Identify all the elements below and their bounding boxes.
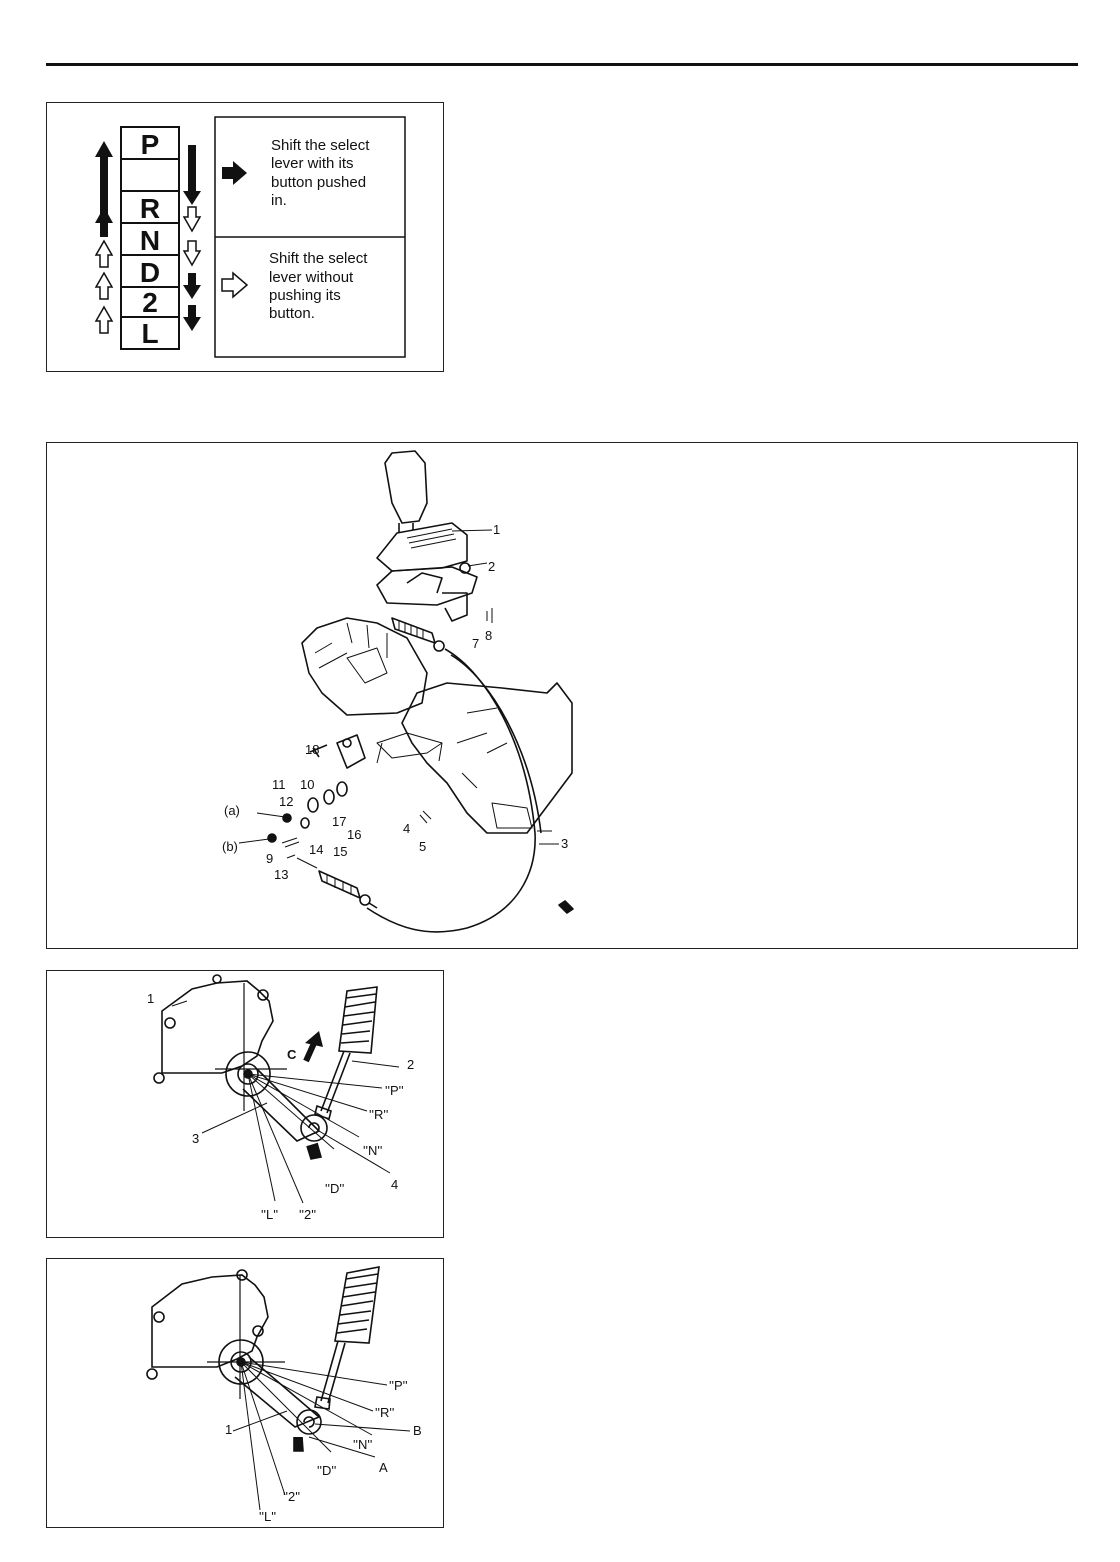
housing-drawing <box>162 981 273 1073</box>
callout-1: 1 <box>493 522 500 537</box>
callout-a: (a) <box>224 803 240 818</box>
callout-3: 3 <box>561 836 568 851</box>
callout-2: 2 <box>488 559 495 574</box>
range-label-p: ''P'' <box>385 1083 404 1098</box>
up-arrow-long-filled-icon <box>95 141 113 217</box>
position-l: L <box>141 318 158 349</box>
shift-cover-drawing <box>377 523 492 571</box>
exploded-view-figure: 1 2 3 4 5 7 8 9 10 11 12 13 14 15 16 17 … <box>46 442 1078 949</box>
callout-a: A <box>379 1460 388 1475</box>
range-label-l: ''L'' <box>259 1509 276 1524</box>
hollow-legend-line-3: pushing its <box>269 287 341 304</box>
callout-16: 16 <box>347 827 361 842</box>
up-arrow-hollow-icon <box>96 307 112 333</box>
callout-c: C <box>287 1047 297 1062</box>
callout-7: 7 <box>472 636 479 651</box>
filled-legend-line-2: lever with its <box>271 155 354 172</box>
range-label-n: ''N'' <box>363 1143 382 1158</box>
down-arrow-hollow-icon <box>184 241 200 265</box>
filled-arrow-legend-icon <box>222 161 247 185</box>
callout-12: 12 <box>279 794 293 809</box>
range-label-r: ''R'' <box>375 1405 394 1420</box>
transmission-lever-drawing <box>337 735 365 768</box>
lever-diagram-2: 1 A B ''P'' ''R'' ''N'' ''D'' ''2'' ''L'… <box>46 1258 444 1528</box>
callout-11: 11 <box>272 777 286 792</box>
callout-13: 13 <box>274 867 288 882</box>
range-label-p: ''P'' <box>389 1378 408 1393</box>
filled-legend-line-4: in. <box>271 192 287 209</box>
hollow-legend-line-1: Shift the select <box>269 250 368 267</box>
filled-legend-line-3: button pushed <box>271 174 366 191</box>
callout-5: 5 <box>419 839 426 854</box>
range-label-l: ''L'' <box>261 1207 278 1222</box>
lever-diagram-1: 1 2 3 4 C ''P'' ''R'' ''N'' ''D'' ''L'' … <box>46 970 444 1238</box>
callout-1: 1 <box>225 1422 232 1437</box>
hollow-legend-line-2: lever without <box>269 269 354 286</box>
filled-legend-line-1: Shift the select <box>271 137 370 154</box>
callout-14: 14 <box>309 842 323 857</box>
lever-diagram-2-labels: 1 A B ''P'' ''R'' ''N'' ''D'' ''2'' ''L'… <box>225 1378 422 1524</box>
up-arrow-hollow-icon <box>96 273 112 299</box>
lower-cable-drawing <box>297 858 377 908</box>
callout-b: B <box>413 1423 422 1438</box>
rubber-boot-drawing <box>335 1267 379 1343</box>
callout-17: 17 <box>332 814 346 829</box>
up-arrow-hollow-icon <box>96 241 112 267</box>
header-rule <box>46 63 1078 66</box>
range-label-r: ''R'' <box>369 1107 388 1122</box>
callout-9: 9 <box>266 851 273 866</box>
position-2: 2 <box>142 287 158 318</box>
callout-4: 4 <box>391 1177 398 1192</box>
position-d: D <box>140 257 160 288</box>
down-arrow-hollow-icon <box>184 207 200 231</box>
up-arrow-filled-icon <box>95 207 113 237</box>
shift-bracket-drawing <box>377 563 487 621</box>
shift-knob-drawing <box>385 451 427 533</box>
range-label-2: ''2'' <box>299 1207 316 1222</box>
range-label-2: ''2'' <box>283 1489 300 1504</box>
callout-1: 1 <box>147 991 154 1006</box>
down-arrow-long-filled-icon <box>183 145 201 205</box>
callout-10: 10 <box>300 777 314 792</box>
position-n: N <box>140 225 160 256</box>
shift-pattern-figure: P R N D 2 L Shif <box>46 102 444 372</box>
hollow-arrow-legend-icon <box>222 273 247 297</box>
upper-cable-drawing <box>367 618 541 932</box>
hollow-legend-line-4: button. <box>269 305 315 322</box>
housing-drawing <box>152 1275 268 1367</box>
arrow-c-icon <box>305 1031 323 1061</box>
callout-3: 3 <box>192 1131 199 1146</box>
position-p: P <box>141 129 160 160</box>
callout-2: 2 <box>407 1057 414 1072</box>
callout-15: 15 <box>333 844 347 859</box>
position-r: R <box>140 193 160 224</box>
range-label-d: ''D'' <box>317 1463 336 1478</box>
down-arrow-filled-icon <box>183 273 201 299</box>
callout-4: 4 <box>403 821 410 836</box>
down-arrow-filled-icon <box>183 305 201 331</box>
range-label-d: ''D'' <box>325 1181 344 1196</box>
rubber-boot-drawing <box>339 987 377 1053</box>
callout-b: (b) <box>222 839 238 854</box>
range-label-n: ''N'' <box>353 1437 372 1452</box>
control-rod-drawing <box>321 1341 345 1403</box>
callout-8: 8 <box>485 628 492 643</box>
callout-18: 18 <box>305 742 319 757</box>
